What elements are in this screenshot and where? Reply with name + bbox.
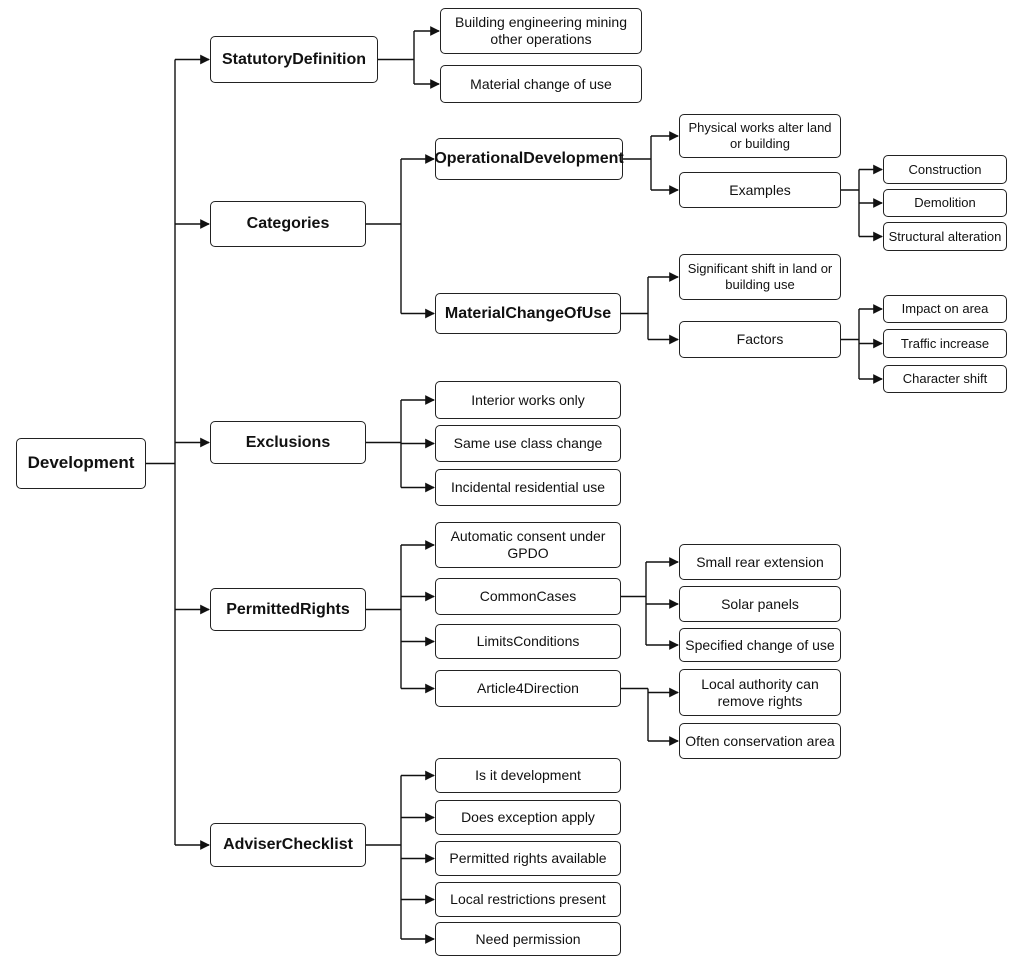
- node-operational-development: OperationalDevelopment: [434, 138, 624, 180]
- node-adviser-checklist: AdviserChecklist: [210, 823, 366, 867]
- node-local-authority: Local authority can remove rights: [679, 669, 841, 716]
- node-interior-works: Interior works only: [435, 381, 621, 419]
- node-material-change-of-use-definition: Material change of use: [440, 65, 642, 103]
- node-impact-on-area: Impact on area: [883, 295, 1007, 323]
- node-same-use-class: Same use class change: [435, 425, 621, 462]
- node-incidental-residential: Incidental residential use: [435, 469, 621, 506]
- node-significant-shift: Significant shift in land or building us…: [679, 254, 841, 300]
- node-material-change-of-use: MaterialChangeOfUse: [435, 293, 621, 334]
- node-automatic-consent: Automatic consent under GPDO: [435, 522, 621, 568]
- node-solar-panels: Solar panels: [679, 586, 841, 622]
- node-building-engineering: Building engineering mining other operat…: [440, 8, 642, 54]
- node-traffic-increase: Traffic increase: [883, 329, 1007, 358]
- node-permitted-rights: PermittedRights: [210, 588, 366, 631]
- node-development: Development: [16, 438, 146, 489]
- node-article4-direction: Article4Direction: [435, 670, 621, 707]
- node-character-shift: Character shift: [883, 365, 1007, 393]
- node-need-permission: Need permission: [435, 922, 621, 956]
- node-categories: Categories: [210, 201, 366, 247]
- node-small-rear-extension: Small rear extension: [679, 544, 841, 580]
- node-factors: Factors: [679, 321, 841, 358]
- node-examples: Examples: [679, 172, 841, 208]
- node-permitted-available: Permitted rights available: [435, 841, 621, 876]
- node-limits-conditions: LimitsConditions: [435, 624, 621, 659]
- node-specified-change-of-use: Specified change of use: [679, 628, 841, 662]
- node-local-restrictions: Local restrictions present: [435, 882, 621, 917]
- node-exclusions: Exclusions: [210, 421, 366, 464]
- node-is-it-development: Is it development: [435, 758, 621, 793]
- node-demolition: Demolition: [883, 189, 1007, 217]
- node-physical-works: Physical works alter land or building: [679, 114, 841, 158]
- node-construction: Construction: [883, 155, 1007, 184]
- node-statutory-definition: StatutoryDefinition: [210, 36, 378, 83]
- node-conservation-area: Often conservation area: [679, 723, 841, 759]
- node-structural-alteration: Structural alteration: [883, 222, 1007, 251]
- node-common-cases: CommonCases: [435, 578, 621, 615]
- node-exception-apply: Does exception apply: [435, 800, 621, 835]
